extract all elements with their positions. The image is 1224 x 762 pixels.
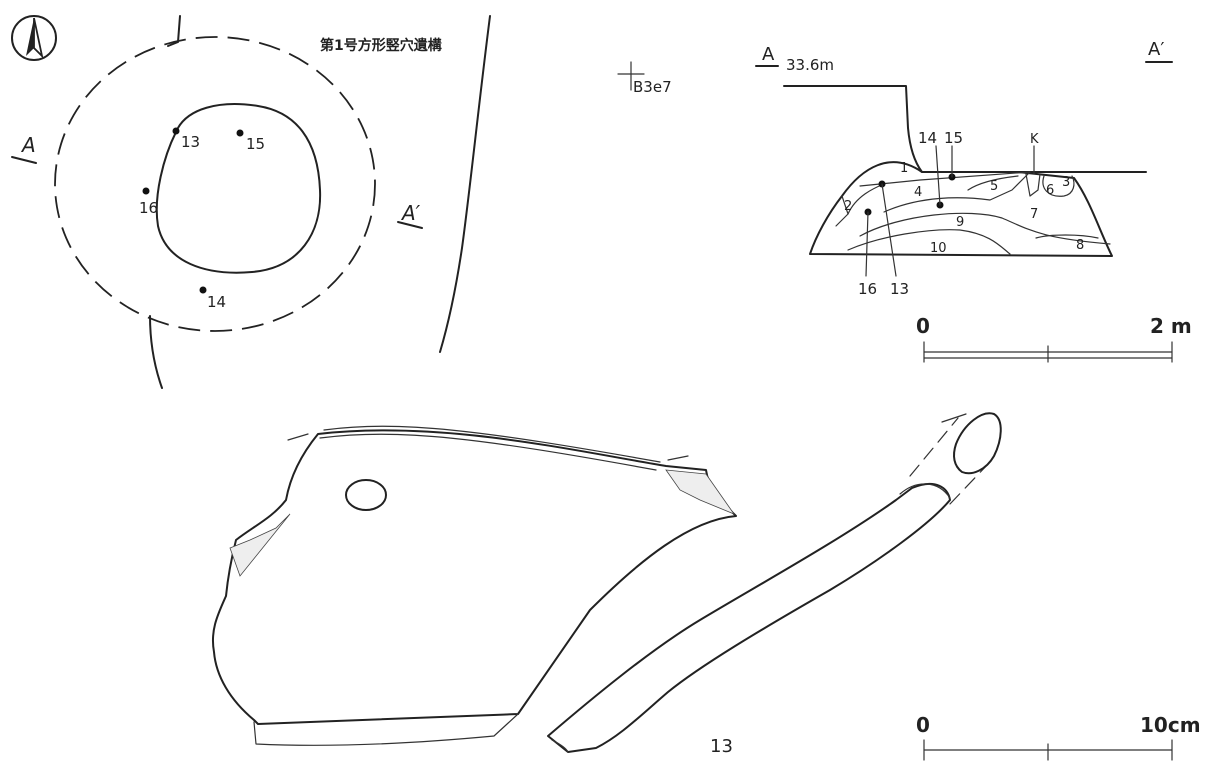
layer-5: 5 bbox=[990, 179, 998, 194]
artifact-scale-bar: 0 10cm bbox=[916, 713, 1201, 761]
boundary-line bbox=[149, 315, 163, 389]
layer-6: 6 bbox=[1046, 183, 1054, 198]
layer-2: 2 bbox=[844, 199, 852, 214]
artifact-number: 13 bbox=[710, 736, 733, 757]
feature-title: 第1号方形竪穴遺構 bbox=[320, 37, 442, 54]
layer-7: 7 bbox=[1030, 207, 1038, 222]
section-marker-a-prime: A′ bbox=[400, 201, 421, 225]
section-find-14: 14 bbox=[918, 129, 937, 147]
section-marker-a: A bbox=[20, 133, 36, 157]
find-point-13 bbox=[172, 127, 180, 135]
site-scale-bar: 0 2 m bbox=[916, 314, 1192, 363]
section-find-16: 16 bbox=[858, 280, 877, 298]
find-label-13: 13 bbox=[181, 133, 200, 151]
section-label-a-prime: A′ bbox=[1148, 39, 1164, 60]
k-marker: K bbox=[1030, 132, 1039, 147]
find-label-16: 16 bbox=[139, 199, 158, 217]
feature-section: A 33.6m A′ K 1 2 3 4 5 6 7 8 9 10 bbox=[755, 39, 1173, 298]
north-arrow-icon bbox=[11, 15, 57, 61]
section-label-a: A bbox=[762, 44, 775, 65]
find-label-14: 14 bbox=[207, 293, 226, 311]
layer-1: 1 bbox=[900, 161, 908, 176]
boundary-line bbox=[439, 15, 491, 353]
layer-3: 3 bbox=[1062, 175, 1070, 190]
layer-8: 8 bbox=[1076, 238, 1084, 253]
section-outline bbox=[809, 161, 1113, 257]
artifact-13-drawing: 13 bbox=[212, 412, 1002, 757]
pit-outline bbox=[155, 103, 322, 274]
site-scale-start: 0 bbox=[916, 314, 930, 338]
grid-cross-icon bbox=[617, 61, 645, 91]
find-point-14 bbox=[199, 286, 207, 294]
layer-4: 4 bbox=[914, 185, 922, 200]
layer-9: 9 bbox=[956, 215, 964, 230]
layer-10: 10 bbox=[930, 241, 947, 256]
find-label-15: 15 bbox=[246, 135, 265, 153]
site-scale-end: 2 m bbox=[1150, 314, 1192, 338]
pit-boundary-dashed bbox=[54, 36, 376, 332]
feature-plan: 13 15 16 14 A A′ 第1号方形竪穴遺構 B3e7 bbox=[11, 15, 672, 389]
section-find-13: 13 bbox=[890, 280, 909, 298]
find-point-15 bbox=[236, 129, 244, 137]
boundary-line bbox=[167, 15, 181, 47]
artifact-scale-end: 10cm bbox=[1140, 713, 1201, 737]
find-point-16 bbox=[142, 187, 150, 195]
grid-reference: B3e7 bbox=[633, 78, 672, 96]
section-elevation: 33.6m bbox=[786, 56, 834, 74]
artifact-scale-start: 0 bbox=[916, 713, 930, 737]
section-find-15: 15 bbox=[944, 129, 963, 147]
